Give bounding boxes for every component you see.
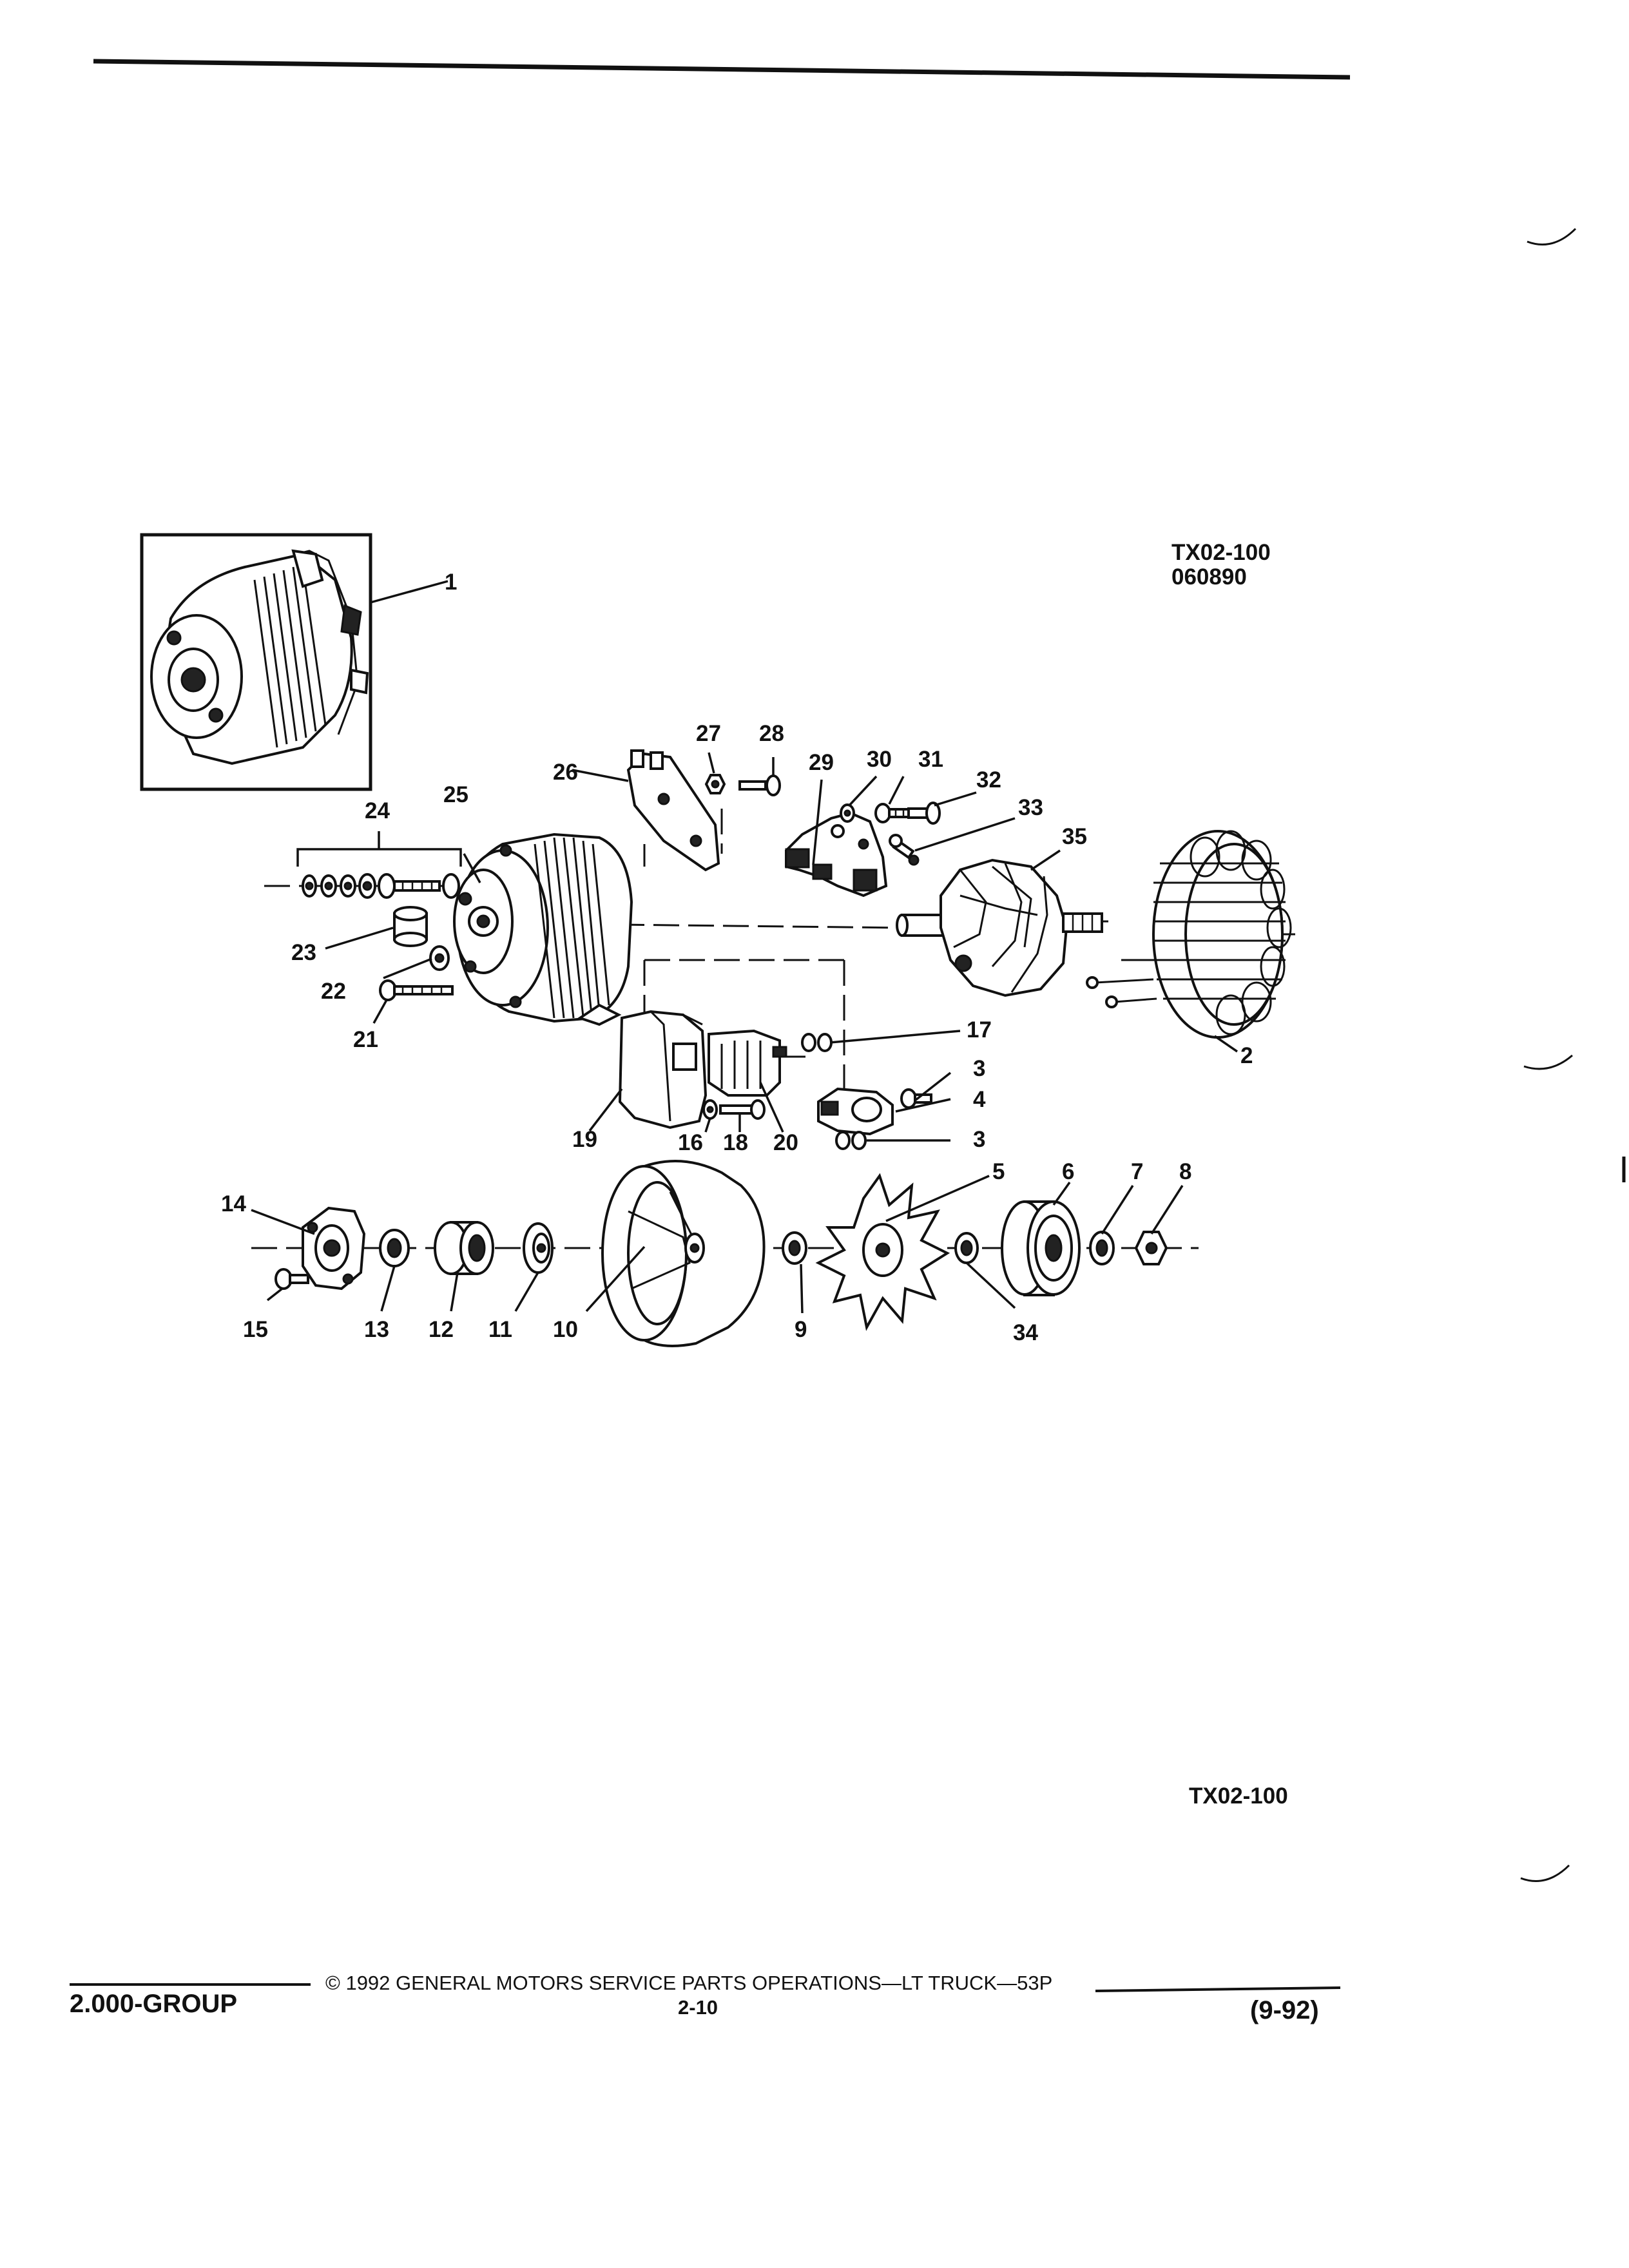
callout-31: 31 <box>918 747 943 772</box>
callout-20: 20 <box>773 1130 798 1155</box>
part-34-collar <box>954 1232 979 1264</box>
figure-ref-code: TX02-100 <box>1171 540 1271 565</box>
footer-group: 2.000-GROUP <box>70 1990 238 2018</box>
part-19-housing <box>618 1010 708 1129</box>
part-7-washer <box>1089 1231 1115 1265</box>
part-28-screw <box>738 774 781 796</box>
scan-mark <box>1520 1864 1570 1882</box>
top-rule <box>93 59 1351 80</box>
part-35-rotor <box>896 858 1103 997</box>
figure-bottom-ref: TX02-100 <box>1189 1783 1288 1809</box>
callout-1: 1 <box>445 570 457 595</box>
part-31-screw <box>874 803 916 823</box>
footer-page-number: 2-10 <box>678 1996 718 2019</box>
part-33-screw <box>889 834 920 866</box>
callout-35: 35 <box>1062 824 1087 849</box>
callout-24: 24 <box>365 798 390 823</box>
callout-11: 11 <box>488 1317 512 1342</box>
callout-16: 16 <box>678 1130 703 1155</box>
part-24-hardware-stack <box>302 873 460 899</box>
callout-34: 34 <box>1013 1320 1038 1345</box>
callout-8: 8 <box>1179 1159 1191 1184</box>
part-26-bracket <box>626 749 720 872</box>
callout-29: 29 <box>809 750 834 775</box>
part-12-bearing <box>434 1221 494 1275</box>
callout-5: 5 <box>992 1159 1005 1184</box>
part-2-stator <box>1086 830 1295 1039</box>
footer-rule-right <box>1095 1986 1341 1992</box>
part-18-screw <box>719 1099 766 1120</box>
callout-17: 17 <box>967 1017 992 1043</box>
callout-7: 7 <box>1131 1159 1143 1184</box>
callout-22: 22 <box>321 979 346 1004</box>
callout-19: 19 <box>572 1127 597 1152</box>
callout-14: 14 <box>221 1191 246 1216</box>
callout-28: 28 <box>759 721 784 746</box>
part-32-screw <box>907 802 941 825</box>
part-27-nut <box>704 774 726 794</box>
part-21-screw <box>379 979 454 1001</box>
part-6-pulley <box>1001 1200 1081 1296</box>
part-25-end-frame <box>453 832 633 1026</box>
scan-mark <box>1527 227 1577 245</box>
figure-ref-date: 060890 <box>1171 564 1247 590</box>
assembled-alternator-inset <box>140 533 372 791</box>
part-15-screw <box>275 1268 309 1290</box>
callout-3: 3 <box>973 1056 985 1081</box>
callout-26: 26 <box>553 760 578 785</box>
part-5-fan <box>815 1173 950 1331</box>
callout-9: 9 <box>795 1317 807 1342</box>
callout-27: 27 <box>696 721 721 746</box>
part-14-retainer-plate <box>302 1206 366 1291</box>
callout-21: 21 <box>353 1027 378 1052</box>
centerline <box>618 923 903 929</box>
callout-10: 10 <box>553 1317 578 1342</box>
callout-6: 6 <box>1062 1159 1074 1184</box>
callout-18: 18 <box>723 1130 748 1155</box>
callout-15: 15 <box>243 1317 268 1342</box>
part-20-rectifier-bridge <box>708 1029 787 1097</box>
callout-2: 2 <box>1240 1043 1253 1068</box>
part-11-retainer <box>523 1222 554 1274</box>
part-22-grommet-hole <box>434 953 445 963</box>
scan-mark <box>1523 1054 1573 1070</box>
footer-date: (9-92) <box>1250 1996 1319 2024</box>
part-8-nut <box>1134 1231 1168 1265</box>
callout-25: 25 <box>443 782 468 807</box>
leader-lines <box>251 580 1238 1314</box>
part-13-collar <box>379 1229 410 1267</box>
callout-3-lower: 3 <box>973 1127 985 1152</box>
callout-13: 13 <box>364 1317 389 1342</box>
part-10-drive-end-frame <box>601 1160 766 1347</box>
footer-copyright: © 1992 GENERAL MOTORS SERVICE PARTS OPER… <box>325 1972 1053 1994</box>
part-3-screw-lower <box>835 1131 867 1150</box>
part-4-regulator <box>817 1087 894 1136</box>
part-29-brush-holder <box>785 811 888 898</box>
part-30-washer <box>840 803 855 823</box>
callout-labels: 1 2 3 4 3 5 6 7 8 9 10 11 12 13 14 15 16… <box>221 570 1253 1345</box>
part-9-collar <box>782 1231 807 1265</box>
part-17-washers <box>801 1033 833 1052</box>
bracket-24 <box>296 848 462 867</box>
callout-4: 4 <box>973 1087 986 1112</box>
callout-12: 12 <box>429 1317 454 1342</box>
callout-32: 32 <box>976 767 1001 793</box>
callout-33: 33 <box>1018 795 1043 820</box>
callout-30: 30 <box>867 747 892 772</box>
callout-23: 23 <box>291 940 316 965</box>
part-23-capacitor <box>393 906 428 947</box>
part-16-nut <box>702 1099 718 1120</box>
